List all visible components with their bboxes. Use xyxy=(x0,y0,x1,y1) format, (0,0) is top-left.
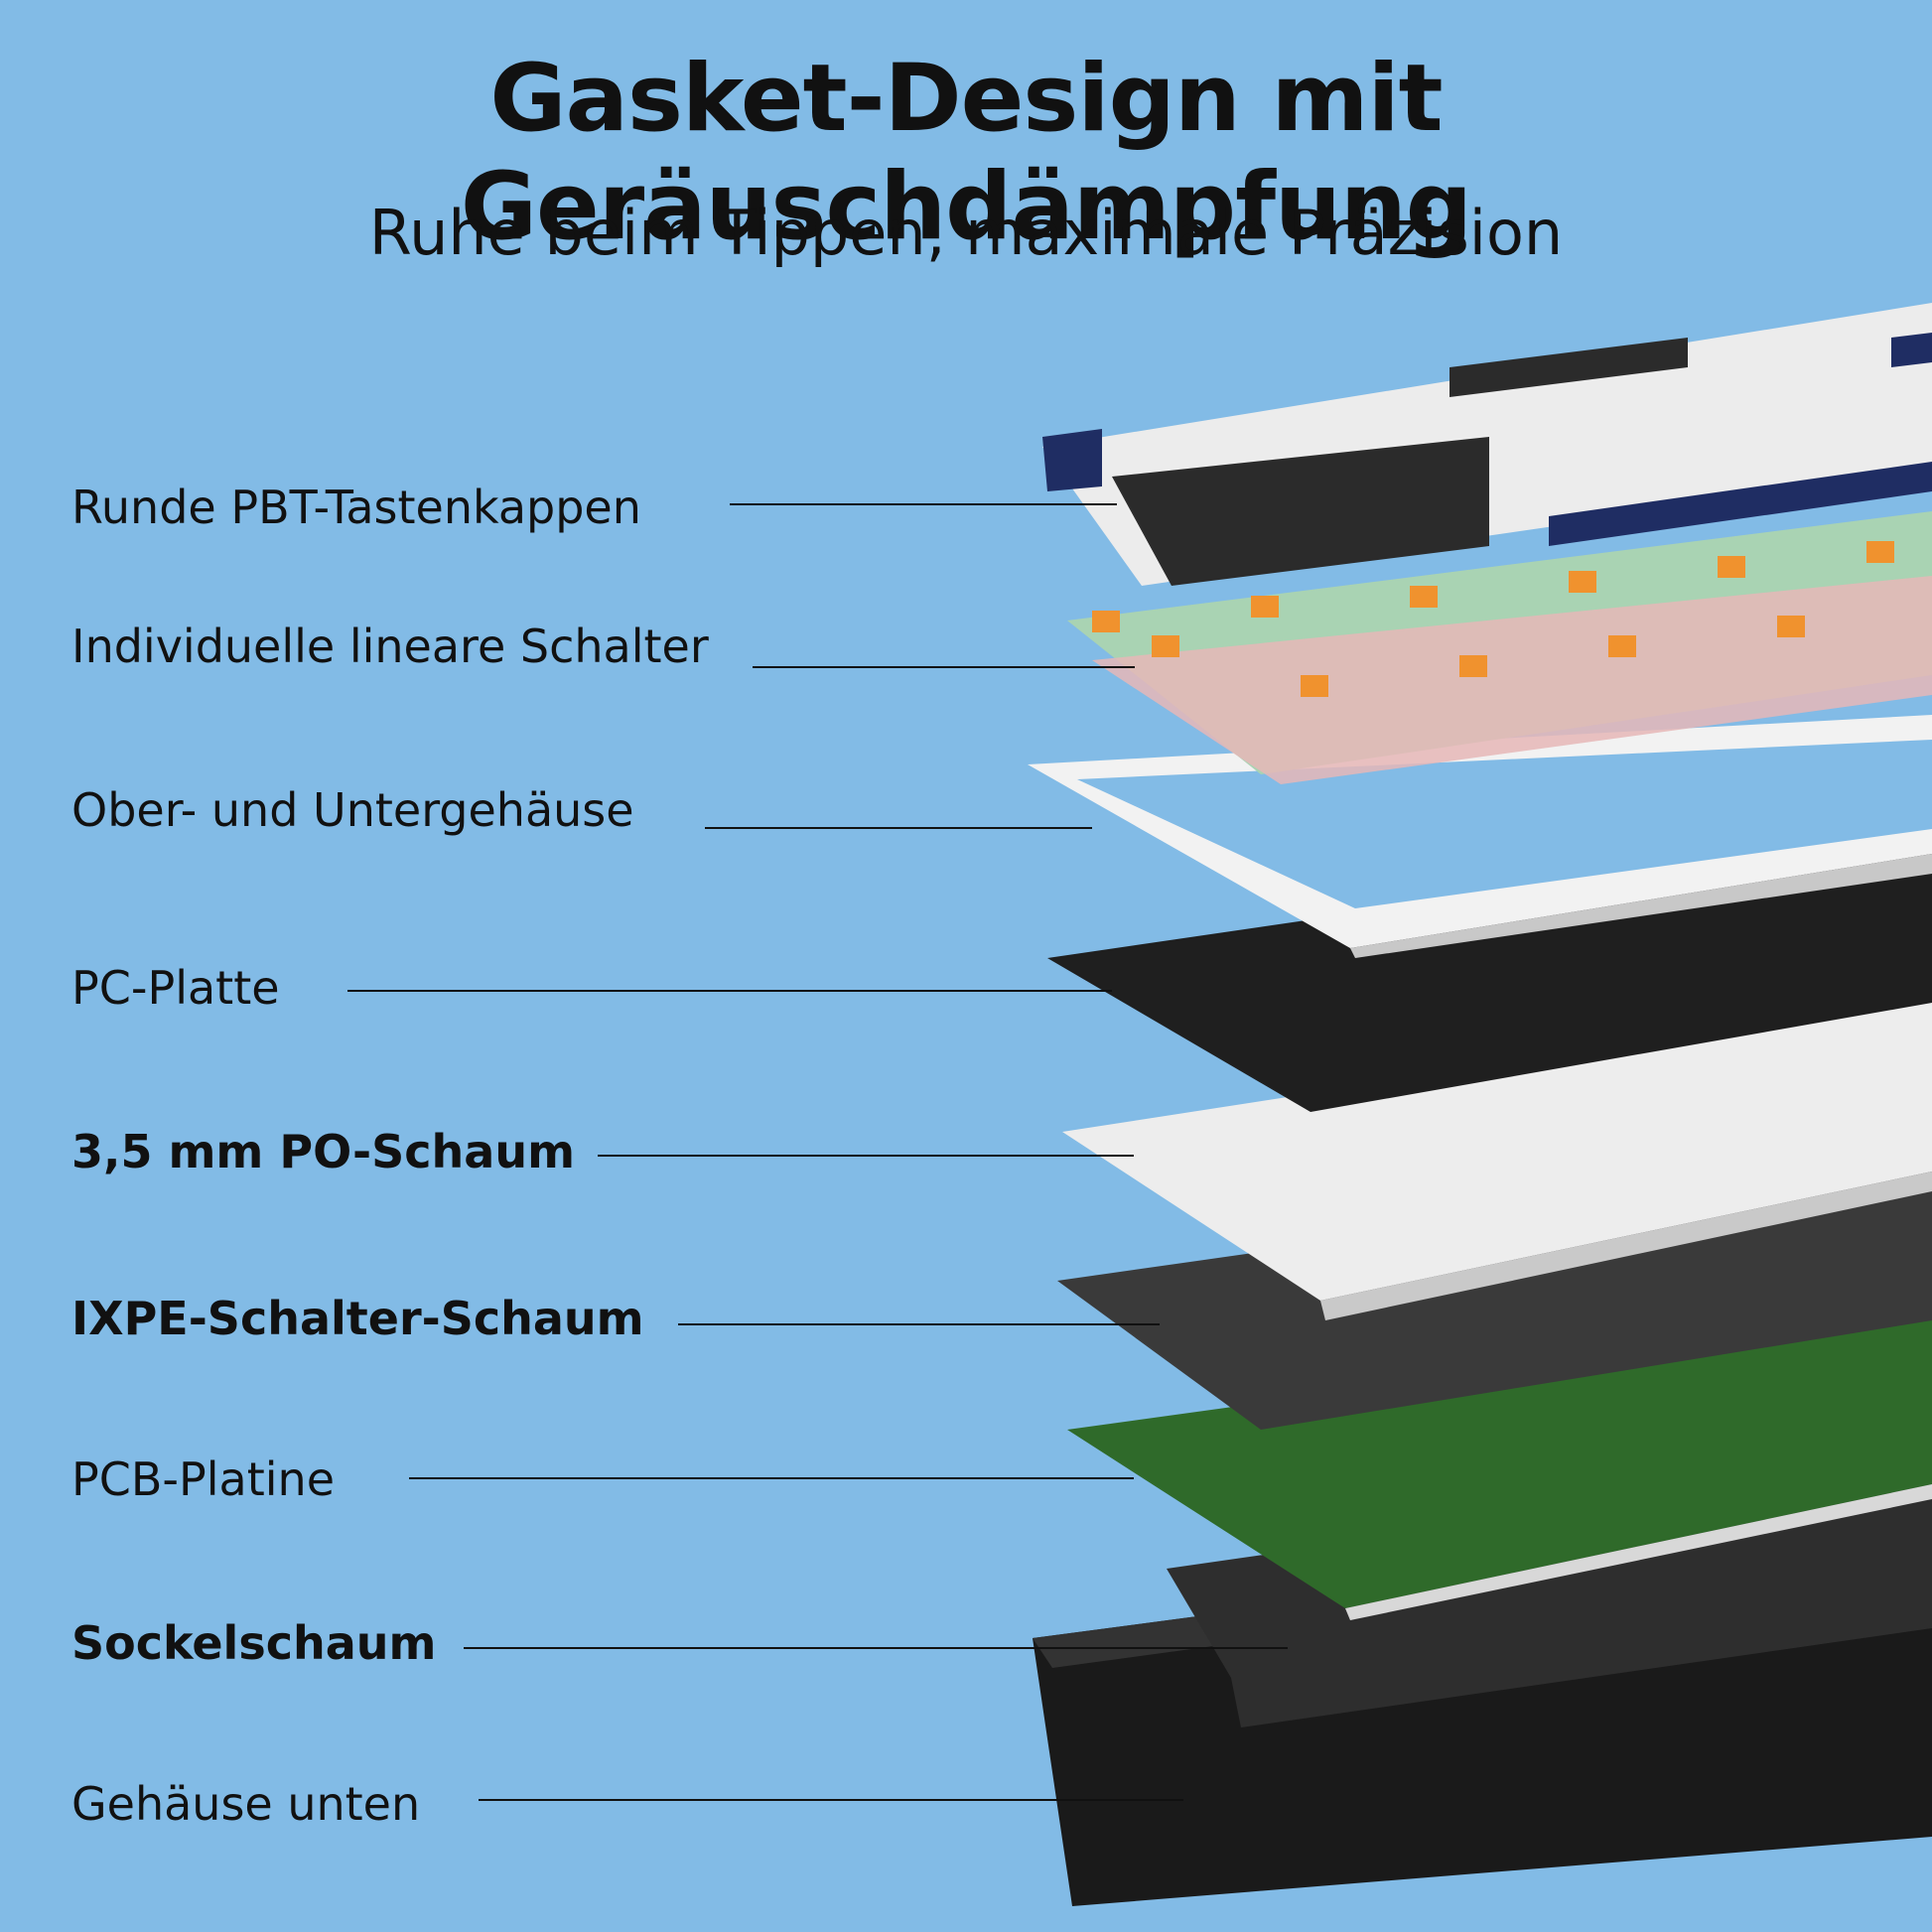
label-pc-plate: PC-Platte xyxy=(71,961,280,1015)
leader-line-switches xyxy=(753,666,1135,668)
po-foam-layer xyxy=(1062,998,1932,1320)
leader-line-pc-plate xyxy=(347,990,1112,992)
leader-line-pcb xyxy=(409,1477,1134,1479)
pcb-layer xyxy=(1067,1311,1932,1620)
switches-layer xyxy=(1067,511,1932,784)
page-subtitle: Ruhe beim Tippen, maximale Präzision xyxy=(368,197,1564,269)
keycaps-layer xyxy=(1042,303,1932,586)
label-ixpe-foam: IXPE-Schalter-Schaum xyxy=(71,1292,644,1345)
label-base-foam: Sockelschaum xyxy=(71,1616,437,1670)
label-po-foam: 3,5 mm PO-Schaum xyxy=(71,1125,576,1178)
label-switches: Individuelle lineare Schalter xyxy=(71,620,709,673)
label-bottom-case: Gehäuse unten xyxy=(71,1777,421,1831)
label-pcb: PCB-Platine xyxy=(71,1452,335,1506)
label-keycaps: Runde PBT-Tastenkappen xyxy=(71,481,641,534)
label-case: Ober- und Untergehäuse xyxy=(71,783,634,837)
leader-line-keycaps xyxy=(730,503,1117,505)
leader-line-case xyxy=(705,827,1092,829)
leader-line-base-foam xyxy=(464,1647,1288,1649)
leader-line-bottom-case xyxy=(479,1799,1183,1801)
leader-line-ixpe-foam xyxy=(678,1323,1160,1325)
leader-line-po-foam xyxy=(598,1155,1134,1157)
page-title: Gasket-Design mit Geräuschdämpfung xyxy=(460,45,1472,261)
